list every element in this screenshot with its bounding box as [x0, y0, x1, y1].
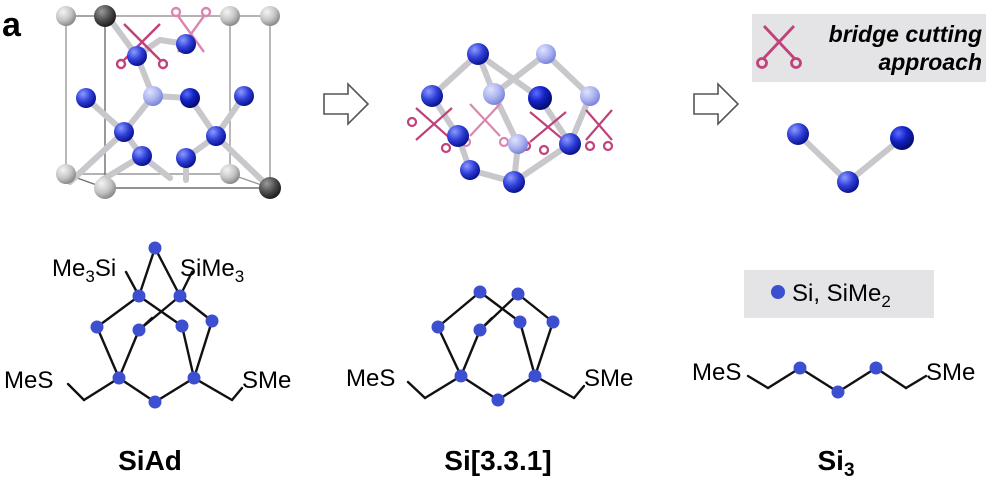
caption-si3: Si3: [817, 445, 854, 481]
sme-label: SMe: [242, 367, 291, 394]
mes-label: MeS: [4, 367, 53, 394]
silicon-atoms: [90, 241, 219, 409]
bridge-cutting-callout: bridge cutting approach: [752, 14, 986, 82]
sme-label: SMe: [584, 365, 633, 392]
siad-structure: Me3Si SiMe3 MeS SMe: [4, 241, 291, 409]
trisilane-model: [787, 123, 914, 193]
process-arrow-icon: [693, 82, 740, 126]
diamond-lattice-model: [56, 5, 281, 199]
caption-si331: Si[3.3.1]: [444, 445, 551, 476]
tms-right-label: SiMe3: [180, 255, 244, 286]
silicon-legend-marker: [771, 285, 785, 299]
callout-line-1: bridge cutting: [829, 21, 982, 47]
scissors-icon: [584, 109, 614, 152]
callout-line-2: approach: [878, 49, 982, 75]
mes-label: MeS: [692, 359, 741, 386]
mes-label: MeS: [346, 365, 395, 392]
scissors-icon: [756, 25, 802, 69]
silicon-atoms: [431, 285, 560, 407]
si3-structure: MeS SMe: [692, 359, 975, 399]
process-arrow-icon: [323, 82, 370, 126]
sme-label: SMe: [926, 359, 975, 386]
tms-left-label: Me3Si: [52, 255, 116, 286]
skeleton-bonds: [406, 290, 586, 402]
legend-box: Si, SiMe2: [744, 270, 934, 318]
silicon-atoms: [793, 361, 883, 399]
legend-text: Si, SiMe2: [792, 280, 891, 311]
panel-label: a: [2, 6, 22, 44]
model-bonds: [429, 51, 593, 185]
scissors-icon: [520, 111, 567, 156]
si331-structure: MeS SMe: [346, 285, 633, 407]
caption-siad: SiAd: [118, 445, 182, 476]
bicyclic-model: [406, 43, 614, 193]
scissors-icon: [406, 107, 453, 154]
